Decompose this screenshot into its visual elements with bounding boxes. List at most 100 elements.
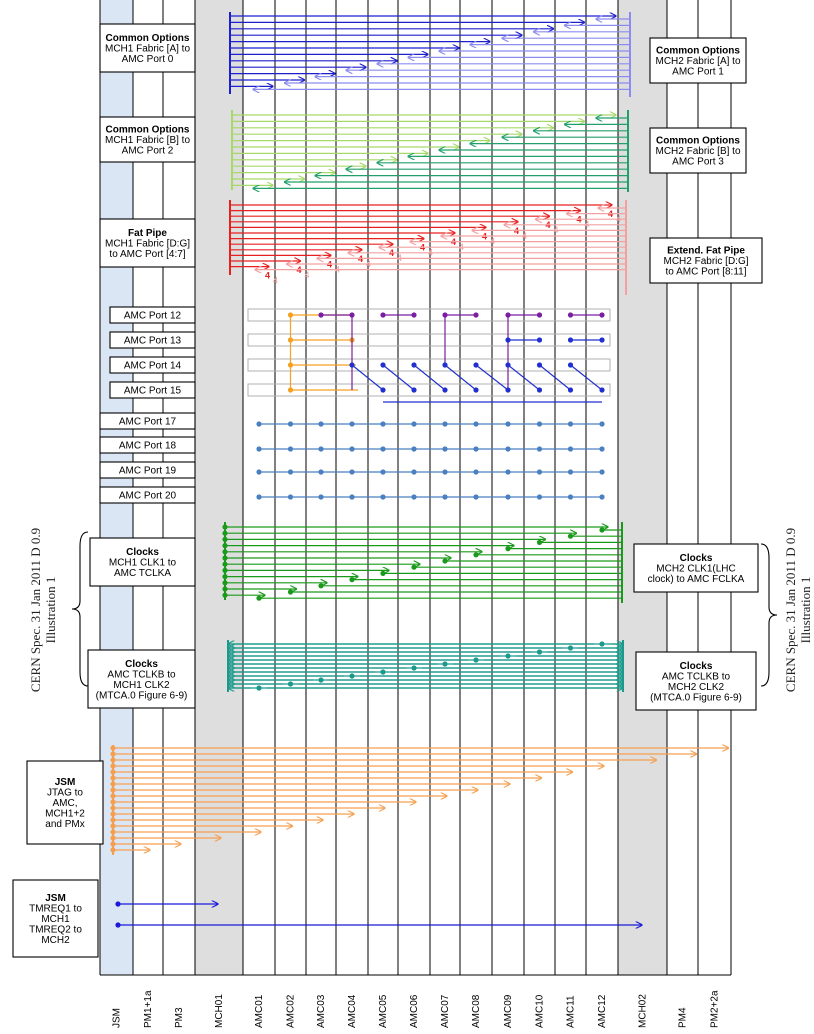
- label-box-line: MCH1 CLK1 to: [109, 558, 177, 569]
- label-box-amc-port-13: AMC Port 13: [109, 331, 196, 349]
- port-dot: [599, 469, 605, 475]
- side-note-line2: Illustration 1: [798, 577, 813, 644]
- label-box-line: Common Options: [106, 33, 190, 44]
- port-dot: [380, 421, 386, 427]
- left-brace: [71, 531, 89, 687]
- clk-dot: [505, 653, 511, 659]
- column-label-mch01: MCH01: [214, 994, 225, 1028]
- label-box-line: MCH2 CLK1(LHC: [656, 564, 735, 575]
- label-box-amc-port-19: AMC Port 19: [99, 461, 196, 479]
- label-box-line: MCH2 Fabric [D:G]: [663, 256, 748, 267]
- label-box-line: AMC Port 18: [119, 441, 177, 452]
- port-dot: [349, 421, 355, 427]
- label-box-frame: [99, 461, 196, 479]
- side-note-line1: CERN Spec. 31 Jan 2011 D 0.9: [783, 528, 798, 692]
- port-dot: [287, 421, 294, 427]
- label-box-frame: [99, 116, 196, 163]
- label-box-frame: [12, 879, 99, 958]
- label-box-line: MCH1 Fabric [D:G]: [105, 239, 190, 250]
- label-box-line: clock) to AMC FCLKA: [648, 574, 745, 585]
- label-box-amc-port-12: AMC Port 12: [109, 306, 196, 324]
- port-dot: [442, 421, 448, 427]
- mch01-band: [195, 0, 243, 975]
- clk-dot: [599, 641, 605, 647]
- clk-dot: [599, 527, 605, 533]
- label-box-line: AMC TCLKB to: [107, 669, 176, 680]
- clk-dot: [536, 539, 543, 546]
- right-brace: [760, 543, 778, 687]
- fat-pipe-width-label: 4: [273, 276, 278, 286]
- label-box-amc-port-14: AMC Port 14: [109, 356, 196, 374]
- label-box-frame: [633, 543, 759, 593]
- clk-dot: [567, 533, 574, 539]
- clk-dot: [505, 546, 511, 552]
- column-label-pm22a: PM2+2a: [710, 990, 721, 1028]
- label-box-frame: [99, 412, 196, 430]
- port-dot: [349, 469, 355, 475]
- label-box-line: AMC Port 3: [672, 157, 724, 168]
- label-box-frame: [87, 649, 196, 709]
- label-box-frame: [89, 537, 196, 587]
- clk-dot: [473, 657, 479, 663]
- label-box-line: Clocks: [680, 661, 713, 672]
- label-box-line: AMC TCLKA: [114, 568, 171, 579]
- clk-dot: [411, 665, 417, 671]
- label-box-line: AMC Port 13: [124, 336, 182, 347]
- label-box-line: to AMC Port [8:11]: [666, 267, 747, 278]
- column-label-amc04: AMC04: [347, 994, 358, 1028]
- label-box-line: MCH1+2: [45, 809, 85, 820]
- label-box-amc-port-18: AMC Port 18: [99, 436, 196, 454]
- port-dot: [536, 469, 543, 475]
- label-box-line: MCH1 Fabric [B] to: [105, 135, 190, 146]
- label-box-frame: [109, 306, 196, 324]
- port-dot: [567, 469, 574, 475]
- port-dot: [411, 421, 417, 427]
- label-box-line: TMREQ2 to: [29, 925, 82, 936]
- label-box-line: MCH2 Fabric [A] to: [655, 56, 740, 67]
- port-dot: [349, 494, 355, 500]
- port-blue-link: [475, 364, 509, 391]
- label-box-line: AMC Port 12: [124, 311, 182, 322]
- port-dot: [256, 469, 262, 475]
- clk-dot: [473, 552, 479, 558]
- clk-dot: [287, 681, 294, 687]
- label-box-line: MCH1: [41, 914, 70, 925]
- port-dot: [256, 494, 262, 500]
- label-box-line: (MTCA.0 Figure 6-9): [650, 692, 742, 703]
- column-label-jsm: JSM: [112, 1008, 123, 1028]
- port-dot: [380, 446, 386, 452]
- column-label-amc02: AMC02: [286, 994, 297, 1028]
- clk-dot: [380, 669, 386, 675]
- label-box-line: JTAG to: [47, 788, 83, 799]
- clk-dot: [536, 649, 543, 655]
- label-box-frame: [109, 381, 196, 399]
- port-dot: [411, 446, 417, 452]
- label-box-frame: [649, 237, 763, 284]
- label-box-frame: [649, 127, 747, 174]
- label-box-amc-port-20: AMC Port 20: [99, 486, 196, 504]
- port-dot: [380, 494, 386, 500]
- port-dot: [380, 469, 386, 475]
- label-box-frame: [99, 486, 196, 504]
- column-label-pm4: PM4: [678, 1007, 689, 1028]
- column-label-amc01: AMC01: [254, 994, 265, 1028]
- side-note-line2: Illustration 1: [43, 577, 58, 644]
- port-blue-link: [539, 364, 571, 391]
- port-dot: [349, 446, 355, 452]
- port-dot: [318, 494, 324, 500]
- column-label-amc03: AMC03: [316, 994, 327, 1028]
- column-label-amc07: AMC07: [440, 994, 451, 1028]
- port-dot: [411, 469, 417, 475]
- port-dot: [536, 446, 543, 452]
- port-dot: [287, 494, 294, 500]
- label-box-line: AMC Port 20: [119, 491, 177, 502]
